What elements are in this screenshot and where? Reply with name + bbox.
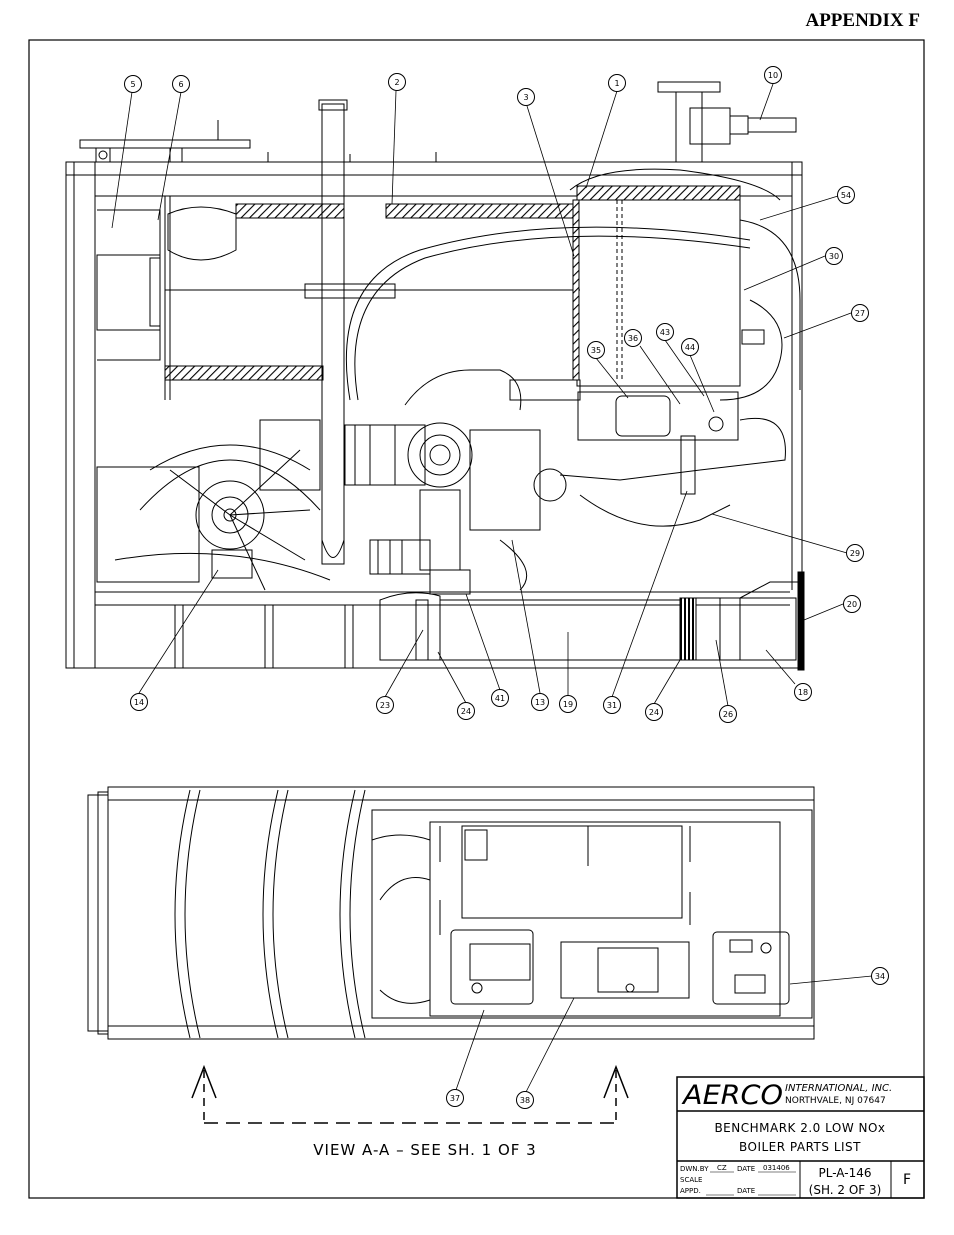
callout-13: 13 [531, 693, 549, 711]
callout-54: 54 [837, 186, 855, 204]
date-value: 031406 [763, 1164, 790, 1172]
callout-38: 38 [516, 1091, 534, 1109]
callout-43: 43 [656, 323, 674, 341]
view-a-a-label: VIEW A-A – SEE SH. 1 OF 3 [313, 1141, 536, 1159]
svg-text:1: 1 [614, 79, 619, 88]
svg-text:35: 35 [591, 346, 601, 355]
callout-1: 1 [608, 74, 626, 92]
svg-text:24: 24 [649, 708, 659, 717]
svg-text:18: 18 [798, 688, 808, 697]
callout-18: 18 [794, 683, 812, 701]
drawing-title-line2: BOILER PARTS LIST [739, 1140, 861, 1154]
callout-24-left: 24 [457, 702, 475, 720]
appd-date-label: DATE [737, 1187, 755, 1195]
svg-text:19: 19 [563, 700, 573, 709]
svg-text:27: 27 [855, 309, 865, 318]
callout-31: 31 [603, 696, 621, 714]
svg-text:5: 5 [130, 80, 135, 89]
callout-23: 23 [376, 696, 394, 714]
svg-text:36: 36 [628, 334, 638, 343]
company-logo-text: AERCO [681, 1080, 783, 1111]
svg-text:23: 23 [380, 701, 390, 710]
svg-text:10: 10 [768, 71, 778, 80]
svg-text:37: 37 [450, 1094, 460, 1103]
dwn-by-value: CZ [717, 1164, 727, 1172]
svg-text:14: 14 [134, 698, 144, 707]
svg-text:3: 3 [523, 93, 528, 102]
svg-text:34: 34 [875, 972, 885, 981]
appd-label: APPD. [680, 1187, 701, 1195]
leader-lines [111, 83, 873, 1093]
callout-26: 26 [719, 705, 737, 723]
callout-10: 10 [764, 66, 782, 84]
callout-29: 29 [846, 544, 864, 562]
svg-text:13: 13 [535, 698, 545, 707]
svg-text:2: 2 [394, 78, 399, 87]
appendix-heading: APPENDIX F [805, 10, 920, 31]
callout-36: 36 [624, 329, 642, 347]
svg-text:38: 38 [520, 1096, 530, 1105]
drawing-number: PL-A-146 [819, 1166, 872, 1180]
svg-text:29: 29 [850, 549, 860, 558]
callout-24-right: 24 [645, 703, 663, 721]
date-label: DATE [737, 1165, 755, 1173]
svg-text:54: 54 [841, 191, 851, 200]
callout-35: 35 [587, 341, 605, 359]
scale-label: SCALE [680, 1176, 702, 1184]
callout-27: 27 [851, 304, 869, 322]
side-view [65, 81, 805, 671]
view-a-a [87, 786, 815, 1040]
svg-text:20: 20 [847, 600, 857, 609]
svg-text:24: 24 [461, 707, 471, 716]
callout-41: 41 [491, 689, 509, 707]
callout-5: 5 [124, 75, 142, 93]
svg-text:41: 41 [495, 694, 505, 703]
dwn-by-label: DWN.BY [680, 1165, 709, 1173]
callout-34: 34 [871, 967, 889, 985]
svg-text:43: 43 [660, 328, 670, 337]
svg-text:30: 30 [829, 252, 839, 261]
svg-text:44: 44 [685, 343, 695, 352]
callout-14: 14 [130, 693, 148, 711]
callout-37: 37 [446, 1089, 464, 1107]
view-arrows [191, 1064, 629, 1124]
svg-text:26: 26 [723, 710, 733, 719]
company-subtitle: INTERNATIONAL, INC. [785, 1083, 892, 1094]
svg-text:6: 6 [178, 80, 183, 89]
callout-44: 44 [681, 338, 699, 356]
svg-text:31: 31 [607, 701, 617, 710]
callout-bubbles: 5 6 2 3 1 10 54 30 27 35 36 43 44 29 20 … [124, 66, 889, 1109]
revision-letter: F [903, 1172, 911, 1188]
callout-19: 19 [559, 695, 577, 713]
callout-2: 2 [388, 73, 406, 91]
sheet-border [28, 39, 925, 1199]
callout-6: 6 [172, 75, 190, 93]
callout-3: 3 [517, 88, 535, 106]
company-address: NORTHVALE, NJ 07647 [785, 1096, 886, 1106]
callout-20: 20 [843, 595, 861, 613]
drawing-title-line1: BENCHMARK 2.0 LOW NOx [714, 1121, 885, 1135]
sheet-number: (SH. 2 OF 3) [809, 1183, 882, 1197]
title-block: AERCO INTERNATIONAL, INC. NORTHVALE, NJ … [676, 1076, 925, 1199]
callout-30: 30 [825, 247, 843, 265]
